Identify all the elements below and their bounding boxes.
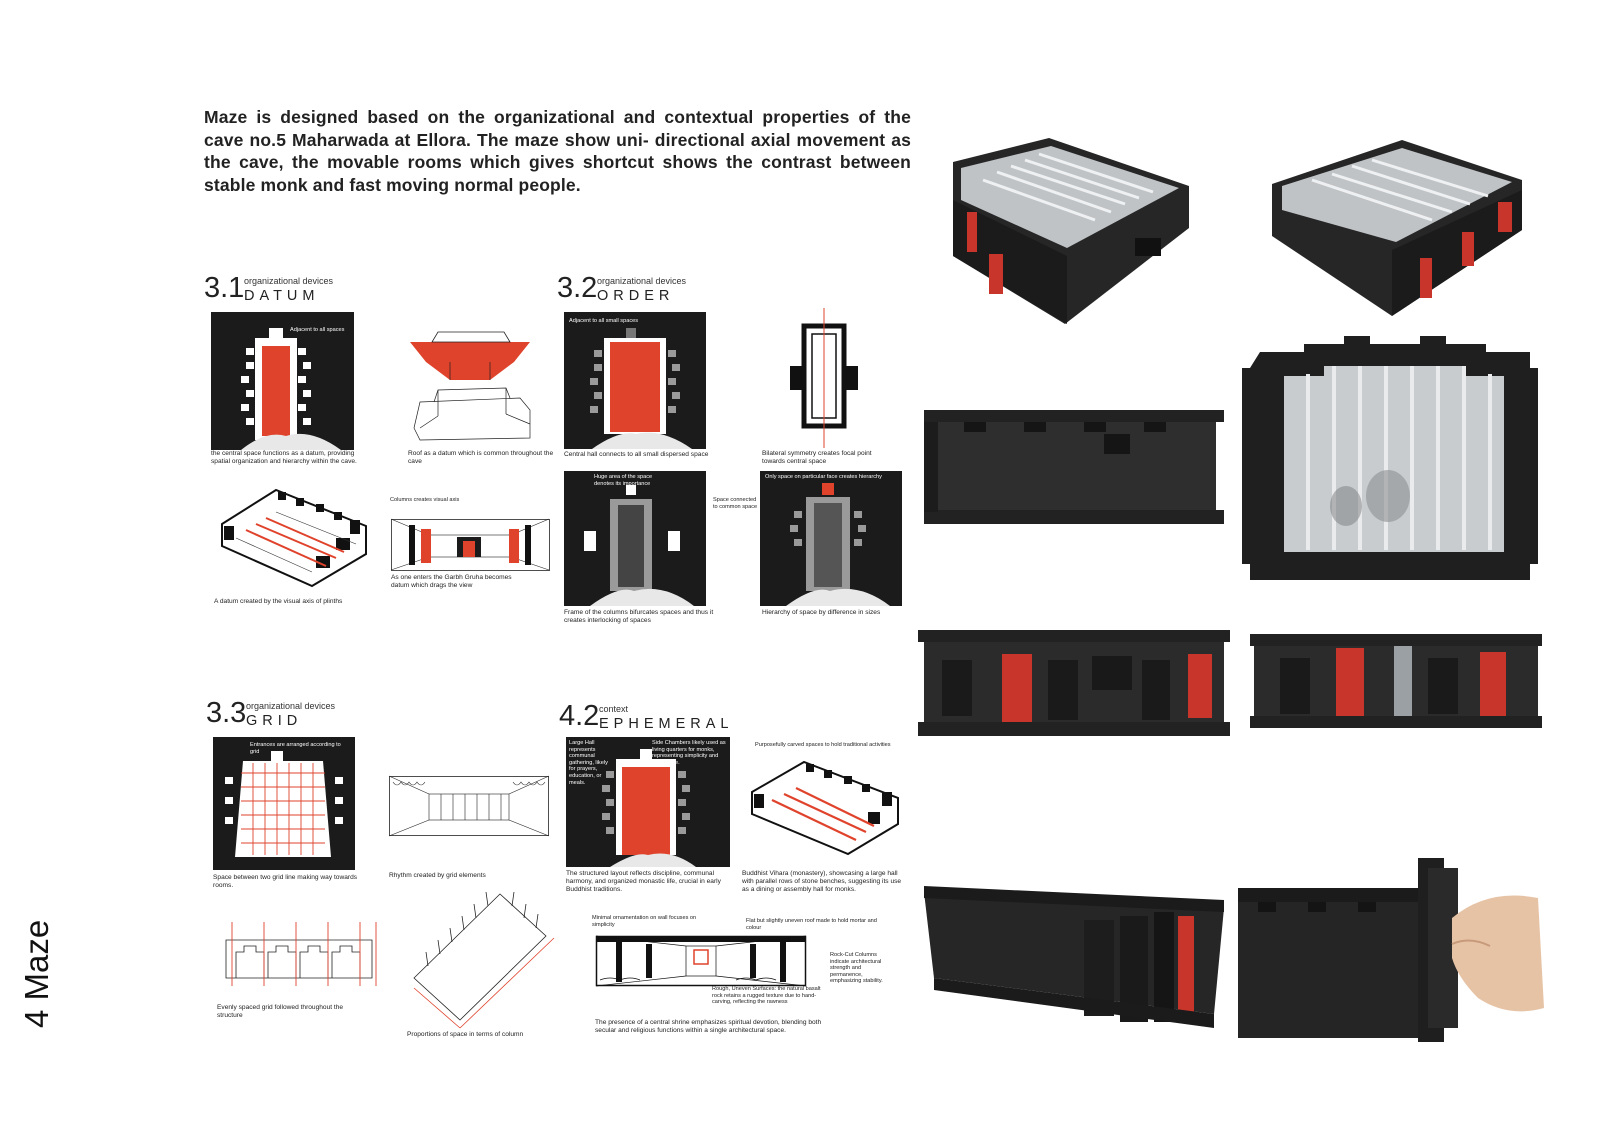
datum-plan-caption: the central space functions as a datum, … [211,450,357,466]
model-photo-iso-left [953,138,1189,324]
grid-plan-caption: Space between two grid line making way t… [213,874,358,890]
order-symmetry-diagram [790,308,858,448]
ephemeral-section-label-4: Rough, Uneven Surfaces: the natural basa… [712,986,821,1006]
section-heading-datum: 3.1 [204,272,244,305]
order-plan3-diagram [760,471,902,606]
model-photo-perspective-left [924,886,1224,1028]
order-plan1-label: Adjacent to all small spaces [569,318,639,324]
page-side-title: 4 Maze [18,919,55,1028]
datum-columns-label: Columns creates visual axis [390,497,460,503]
grid-rhythm-caption: Rhythm created by grid elements [389,872,486,879]
section-title-datum: DATUM [244,288,320,304]
model-photo-top-view [1242,336,1538,580]
order-plan2-label: Huge area of the space denotes its impor… [594,474,653,487]
ephemeral-iso-label: Purposefully carved spaces to hold tradi… [755,742,891,748]
section-heading-grid: 3.3 [206,697,246,730]
order-symmetry-caption: Bilateral symmetry creates focal point t… [762,450,872,466]
grid-plan-label: Entrances are arranged according to grid [250,742,341,755]
datum-columns-diagram [390,518,550,571]
section-heading-ephemeral: 4.2 [559,700,599,733]
order-plan2-caption: Frame of the columns bifurcates spaces a… [564,609,714,625]
model-photo-side-elevation [924,410,1224,524]
section-title-grid: GRID [246,713,303,729]
datum-axis-caption: A datum created by the visual axis of pl… [214,598,343,605]
ephemeral-side-chambers-label: Side Chambers likely used as living quar… [652,740,726,766]
order-plan1-caption: Central hall connects to all small dispe… [564,451,709,458]
order-plan-diagram [564,312,706,449]
section-title-ephemeral: EPHEMERAL [599,716,734,732]
ephemeral-section-caption: The presence of a central shrine emphasi… [595,1019,822,1035]
ephemeral-iso-diagram [751,760,899,856]
section-heading-order: 3.2 [557,272,597,305]
datum-columns-caption: As one enters the Garbh Gruha becomes da… [391,574,512,590]
order-connector-label: Space connected to common space [713,497,758,510]
intro-paragraph: Maze is designed based on the organizati… [204,107,911,195]
section-subtitle: context [599,704,629,714]
ephemeral-section-label-3: Rock-Cut Columns indicate architectural … [830,952,883,985]
order-plan3-caption: Hierarchy of space by difference in size… [762,609,881,616]
datum-roof-caption: Roof as a datum which is common througho… [408,450,554,466]
order-plan2-diagram [564,471,706,606]
section-subtitle: organizational devices [597,276,687,286]
ephemeral-iso-caption: Buddhist Vihara (monastery), showcasing … [742,870,902,894]
model-photo-front-right [1250,634,1542,728]
ephemeral-section-diagram [595,935,807,987]
section-number: 3.3 [206,697,247,729]
datum-roof-diagram [410,331,531,441]
section-subtitle: organizational devices [244,276,334,286]
model-photo-drawer-hand [1238,858,1544,1042]
section-title-order: ORDER [597,288,675,304]
ephemeral-section-label-1: Minimal ornamentation on wall focuses on… [592,915,697,928]
grid-proportion-diagram [413,891,555,1029]
order-plan3-label: Only space on particular face creates hi… [765,474,882,480]
section-number: 3.1 [204,272,245,304]
grid-elevation-caption: Evenly spaced grid followed throughout t… [217,1004,344,1020]
model-photo-front-left [918,630,1230,736]
section-subtitle: organizational devices [246,701,336,711]
grid-rhythm-diagram [388,775,550,837]
grid-plan-diagram [213,737,355,870]
model-photo-iso-right [1272,140,1522,316]
datum-axis-diagram [221,488,367,588]
section-number: 4.2 [559,700,600,732]
ephemeral-plan-diagram [566,737,730,867]
ephemeral-plan-caption: The structured layout reflects disciplin… [566,870,721,894]
grid-proportion-caption: Proportions of space in terms of column [407,1031,524,1038]
grid-elevation-diagram [225,922,377,986]
ephemeral-large-hall-label: Large Hall represents communal gathering… [569,740,608,786]
datum-plan-label: Adjacent to all spaces [290,327,345,333]
section-number: 3.2 [557,272,598,304]
ephemeral-section-label-2: Flat but slightly uneven roof made to ho… [746,918,877,931]
datum-plan-diagram [211,312,354,450]
